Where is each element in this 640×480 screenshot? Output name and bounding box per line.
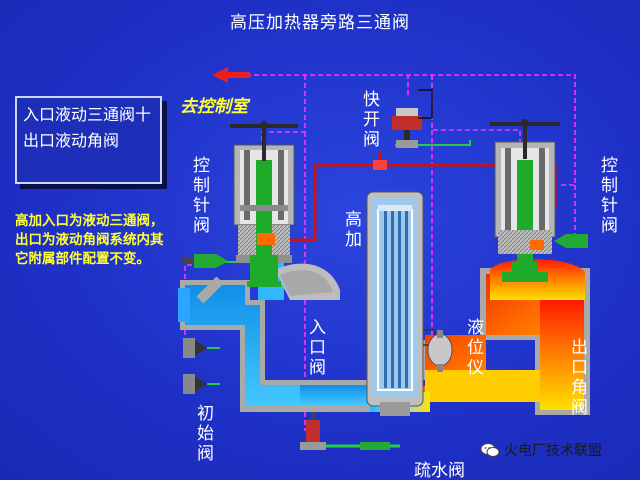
- watermark: 火电厂技术联盟: [480, 440, 602, 460]
- initial-valve-label: 初始阀: [193, 404, 213, 464]
- note-box-text: 入口液动三通阀十出口液动角阀: [23, 105, 152, 150]
- arrow-left-icon: [212, 67, 250, 83]
- description-text: 高加入口为液动三通阀，出口为液动角阀系统内其它附属部件配置不变。: [15, 213, 164, 267]
- wechat-icon: [480, 443, 500, 457]
- quick-valve-label: 快开阀: [359, 90, 379, 150]
- level-gauge-label: 液位仪: [463, 318, 483, 378]
- outlet-angle-valve: [490, 119, 560, 282]
- hp-heater: [366, 191, 424, 416]
- inlet-valve-label: 入口阀: [305, 318, 325, 378]
- drain-valve-label: 疏水阀: [414, 461, 465, 480]
- inlet-fitting: [196, 276, 224, 304]
- pilot-needle-valve-right: [554, 234, 588, 248]
- initial-valves: [183, 338, 220, 394]
- note-box: 入口液动三通阀十出口液动角阀: [15, 96, 162, 184]
- to-control-room-label: 去控制室: [180, 97, 248, 117]
- pilot-valve-right-label: 控制针阀: [597, 156, 617, 236]
- level-gauge: [423, 329, 453, 372]
- outlet-angle-valve-label: 出口角阀: [567, 338, 587, 418]
- pilot-needle-valve-left: [182, 254, 228, 268]
- watermark-text: 火电厂技术联盟: [504, 443, 602, 459]
- hp-heater-label: 高加: [341, 210, 361, 250]
- page-title: 高压加热器旁路三通阀: [230, 13, 410, 33]
- drain-valve: [300, 412, 400, 450]
- cold-pipes: [178, 250, 380, 412]
- inlet-three-way-valve: [230, 121, 298, 287]
- quick-open-valve: [373, 89, 433, 170]
- pilot-valve-left-label: 控制针阀: [189, 156, 209, 236]
